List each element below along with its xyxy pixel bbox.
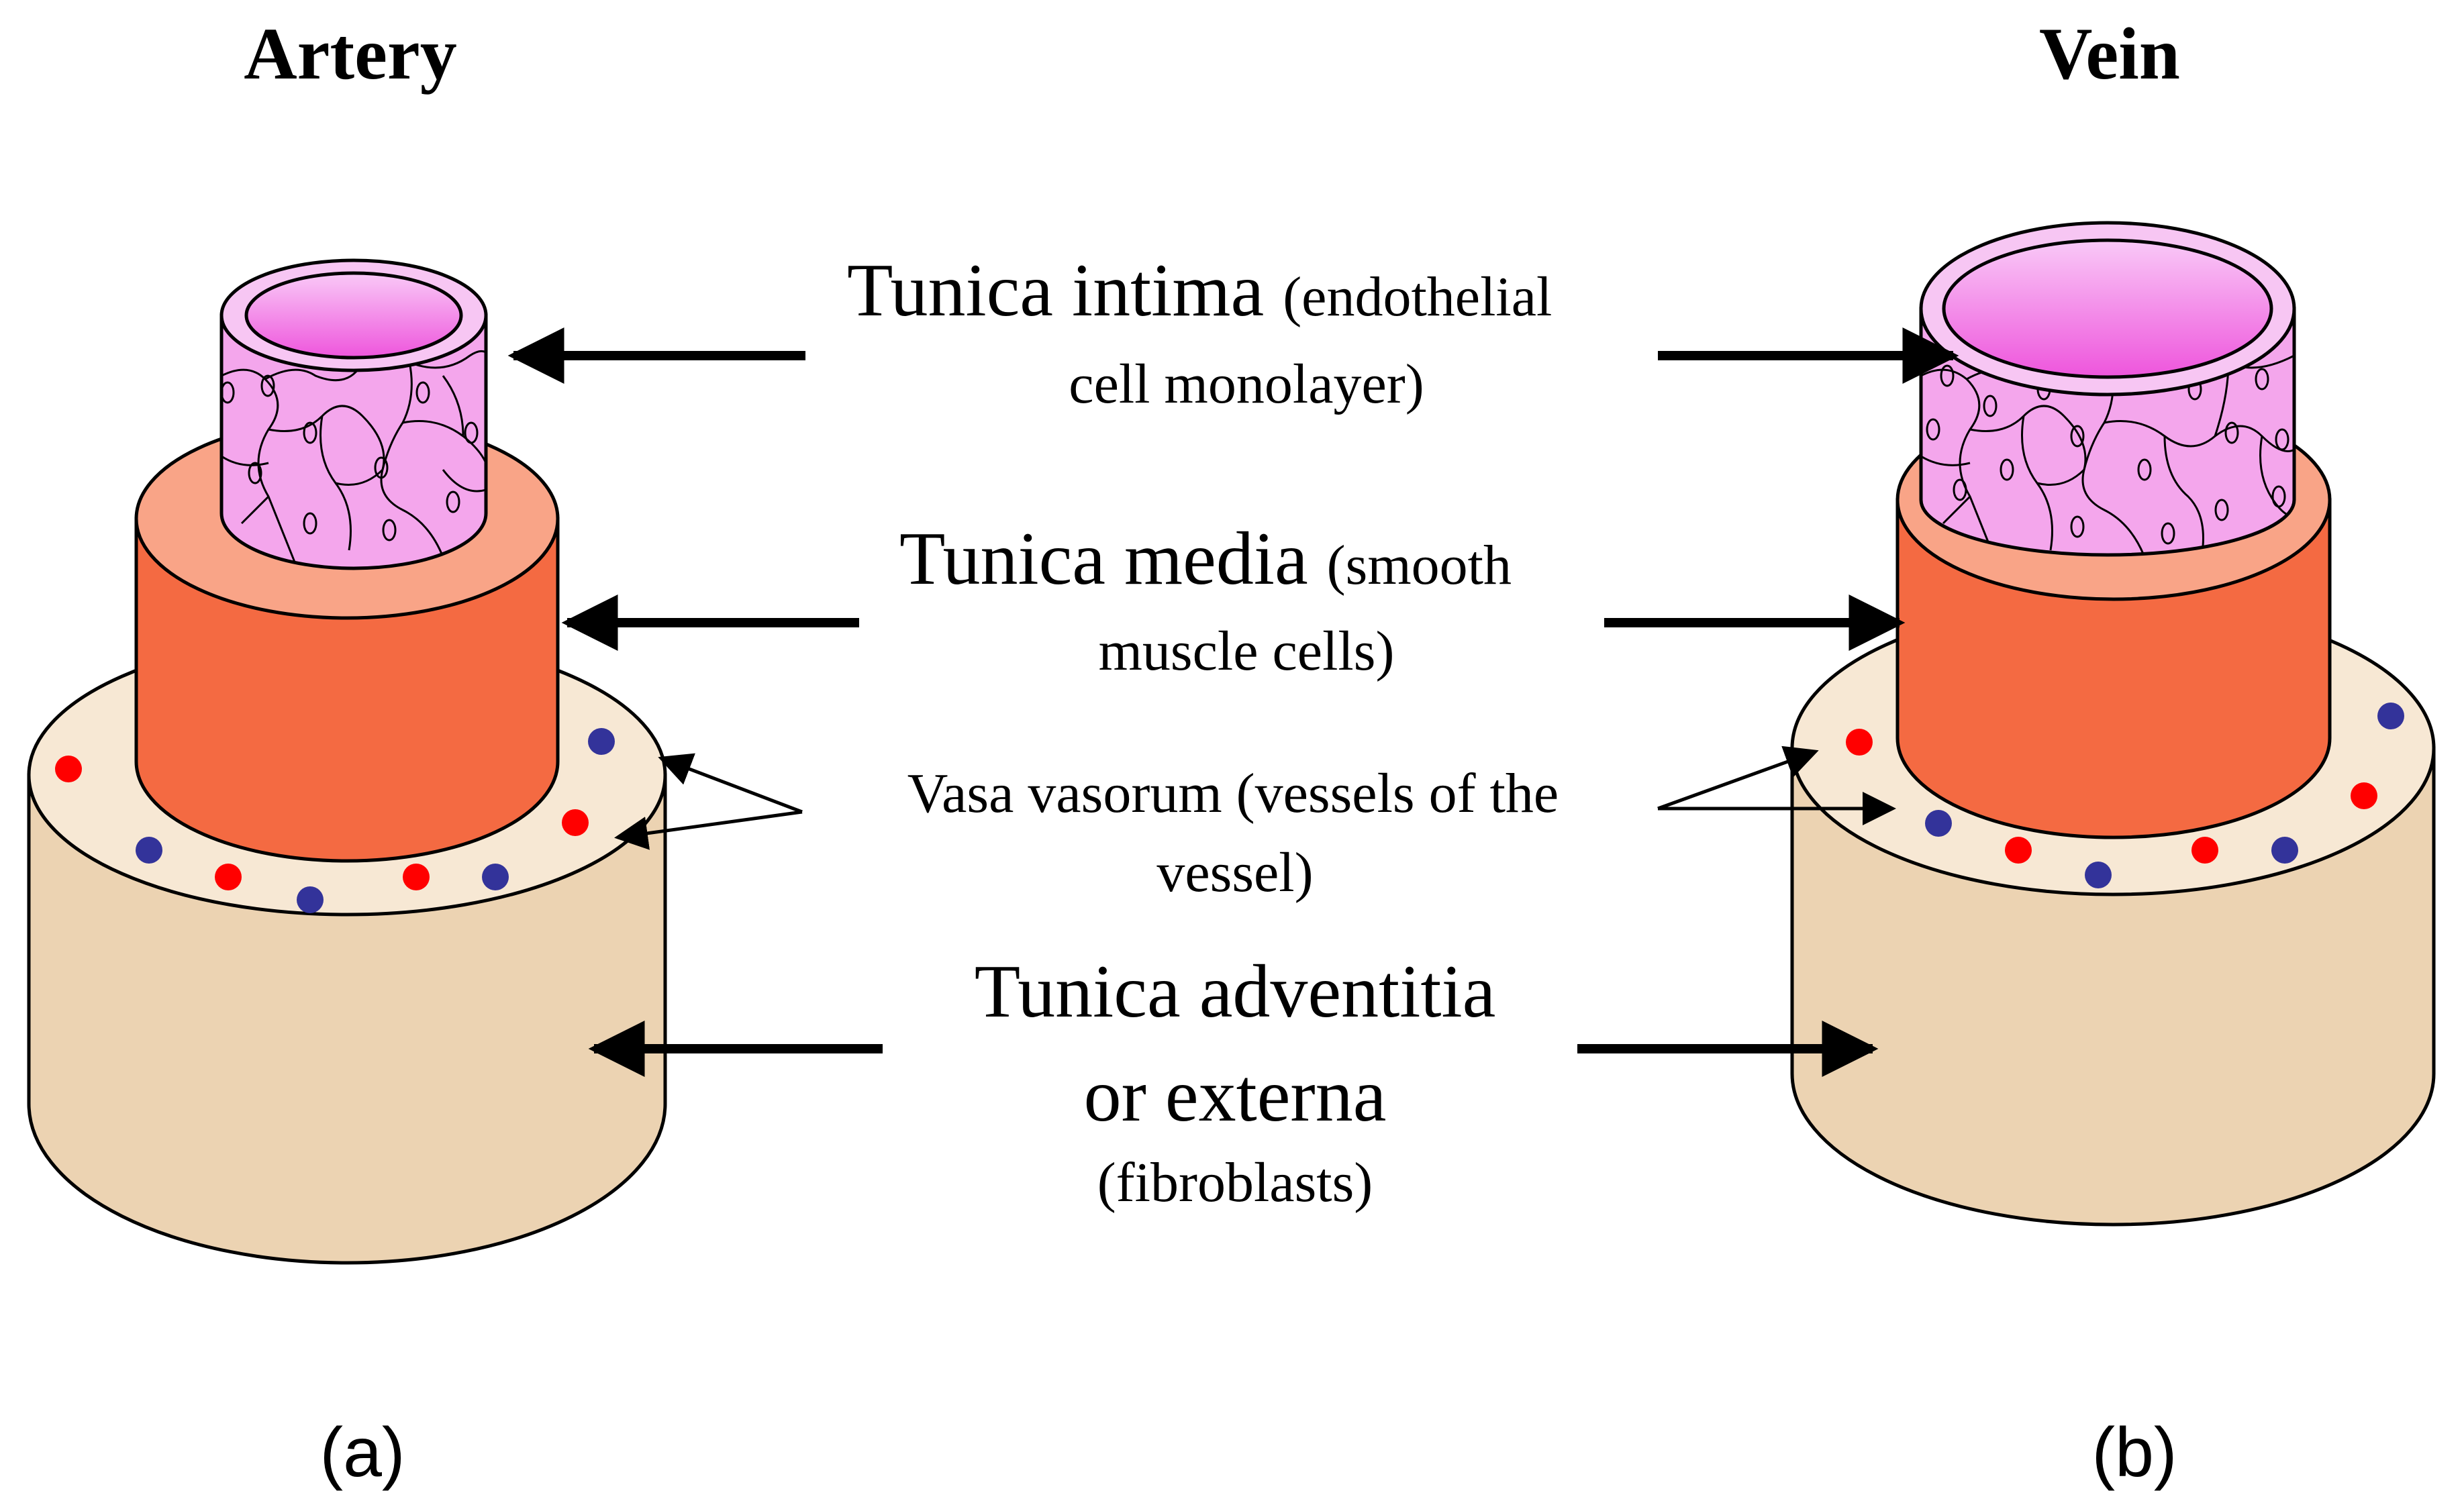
vasa-text-1: Vasa vasorum (vessels of the [907, 762, 1559, 825]
vein-lumen [1942, 238, 2273, 379]
intima-main-text: Tunica intima [847, 249, 1264, 332]
media-detail-text-1: (smooth [1327, 534, 1512, 597]
panel-labels: (a) (b) [319, 1414, 2177, 1492]
vein-illustration [1790, 221, 2436, 1227]
titles: Artery Vein [244, 13, 2180, 95]
media-detail-text-2: muscle cells) [1099, 620, 1395, 682]
vein-vasa-vasorum-dots [1846, 703, 2404, 888]
artery-title: Artery [244, 13, 457, 95]
svg-text:Tunica intima (endotheli: Tunica intima (endothelial [847, 249, 1552, 332]
panel-label-a: (a) [319, 1414, 405, 1492]
vein-intima-layer [1919, 221, 2296, 557]
intima-label: Tunica intima (endothelial cell monolaye… [847, 249, 1552, 415]
adventitia-text-1: Tunica adventitia [975, 950, 1496, 1033]
intima-detail-text-1: (endothelial [1283, 266, 1552, 328]
intima-detail-text-2: cell monolayer) [1069, 353, 1424, 415]
svg-text:Tunica media (smooth: Tunica media (smooth [899, 517, 1512, 601]
artery-vasa-vasorum-dots [55, 728, 615, 913]
vasa-label: Vasa vasorum (vessels of the vessel) [907, 762, 1559, 904]
artery-illustration [27, 258, 667, 1265]
artery-lumen [244, 271, 463, 360]
media-label: Tunica media (smooth muscle cells) [899, 517, 1512, 682]
artery-intima-layer [219, 258, 488, 570]
vasa-text-2: vessel) [1156, 841, 1313, 904]
arrow-vasa-right [1657, 745, 1896, 825]
pointer-arrows [507, 327, 1959, 1077]
vein-title: Vein [2039, 13, 2180, 95]
adventitia-text-2: or externa [1084, 1054, 1387, 1137]
arrow-vasa-left [614, 753, 803, 850]
media-main-text: Tunica media [899, 517, 1308, 601]
artery-cell-nuclei [220, 374, 479, 541]
adventitia-text-3: (fibroblasts) [1097, 1151, 1373, 1214]
adventitia-label: Tunica adventitia or externa (fibroblast… [975, 950, 1496, 1214]
panel-label-b: (b) [2091, 1414, 2177, 1492]
